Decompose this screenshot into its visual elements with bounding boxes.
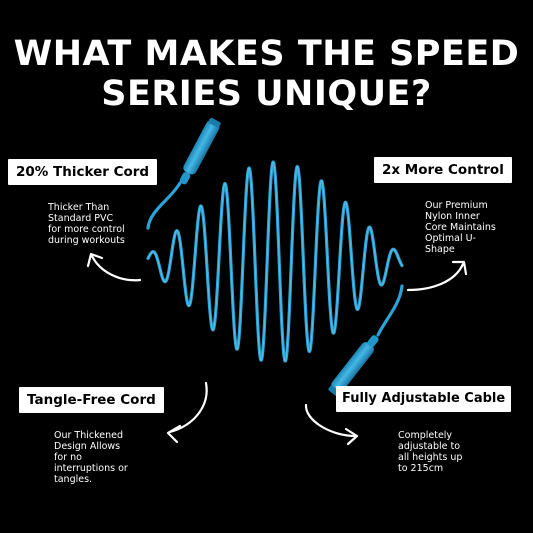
desc-line: Shape xyxy=(425,244,455,255)
desc-fully-adjustable: Completely adjustable to all heights up … xyxy=(398,430,462,474)
desc-line: tangles. xyxy=(54,474,93,485)
rope-right-lead xyxy=(376,284,404,337)
desc-line: Optimal U- xyxy=(425,233,476,244)
label-tangle-free: Tangle-Free Cord xyxy=(19,387,164,413)
curved-arrow-icon xyxy=(304,403,359,446)
label-more-control: 2x More Control xyxy=(374,157,512,183)
desc-thicker-cord: Thicker Than Standard PVC for more contr… xyxy=(48,202,125,246)
rope-cord-highlight xyxy=(147,161,403,362)
desc-tangle-free: Our Thickened Design Allows for no inter… xyxy=(54,430,128,485)
desc-line: to 215cm xyxy=(398,463,444,474)
desc-line: interruptions or xyxy=(54,463,128,474)
label-thicker-cord: 20% Thicker Cord xyxy=(8,159,158,185)
desc-line: Completely xyxy=(398,430,453,441)
headline-line-1: WHAT MAKES THE SPEED xyxy=(13,34,520,74)
label-fully-adjustable: Fully Adjustable Cable xyxy=(336,386,512,412)
desc-line: for more control xyxy=(48,224,125,235)
rope-handle-top xyxy=(179,117,221,185)
desc-more-control: Our Premium Nylon Inner Core Maintains O… xyxy=(425,200,496,255)
curved-arrow-icon xyxy=(406,260,468,292)
desc-line: for no xyxy=(54,452,82,463)
desc-line: Design Allows xyxy=(54,441,121,452)
desc-line: all heights up xyxy=(398,452,463,463)
headline-line-2: SERIES UNIQUE? xyxy=(101,74,432,114)
desc-line: Standard PVC xyxy=(48,213,114,224)
desc-line: adjustable to xyxy=(398,441,461,452)
desc-line: during workouts xyxy=(48,235,125,246)
desc-line: Core Maintains xyxy=(425,222,496,233)
headline: WHAT MAKES THE SPEED SERIES UNIQUE? xyxy=(0,34,533,114)
desc-line: Our Premium xyxy=(425,200,488,211)
desc-line: Our Thickened xyxy=(54,430,124,441)
rope-left-lead xyxy=(146,181,182,230)
desc-line: Nylon Inner xyxy=(425,211,480,222)
curved-arrow-icon xyxy=(166,381,208,444)
desc-line: Thicker Than xyxy=(48,202,110,213)
curved-arrow-icon xyxy=(86,252,142,282)
